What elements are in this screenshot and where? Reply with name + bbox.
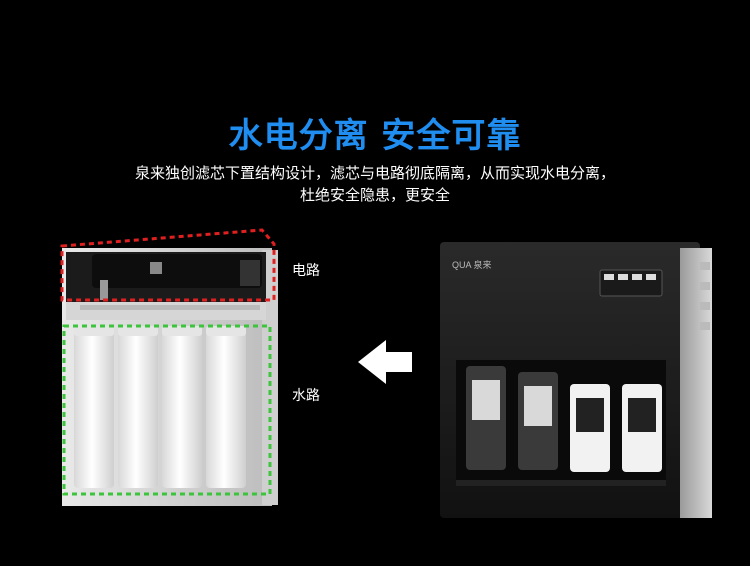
brand-logo: QUA 泉来	[452, 259, 492, 270]
cartridge	[118, 326, 158, 488]
cartridge	[74, 326, 114, 488]
description-line-2: 杜绝安全隐患，更安全	[299, 186, 450, 204]
electric-circuit-label: 电路	[292, 263, 320, 279]
headline: 水电分离 安全可靠	[228, 116, 522, 156]
description-line-1: 泉来独创滤芯下置结构设计，滤芯与电路彻底隔离，从而实现水电分离，	[134, 164, 615, 182]
closed-unit: QUA 泉来	[440, 242, 712, 518]
water-zone-outline	[62, 324, 272, 496]
arrow-left-icon	[358, 340, 412, 384]
cartridge	[570, 384, 610, 472]
cartridge	[162, 326, 202, 488]
cartridge	[518, 372, 558, 470]
water-circuit-label: 水路	[292, 388, 320, 404]
cartridge	[466, 366, 506, 470]
cartridge	[622, 384, 662, 472]
electric-zone-outline	[60, 228, 276, 302]
cartridge	[206, 326, 246, 488]
control-panel	[599, 269, 663, 297]
opened-unit	[60, 228, 278, 506]
